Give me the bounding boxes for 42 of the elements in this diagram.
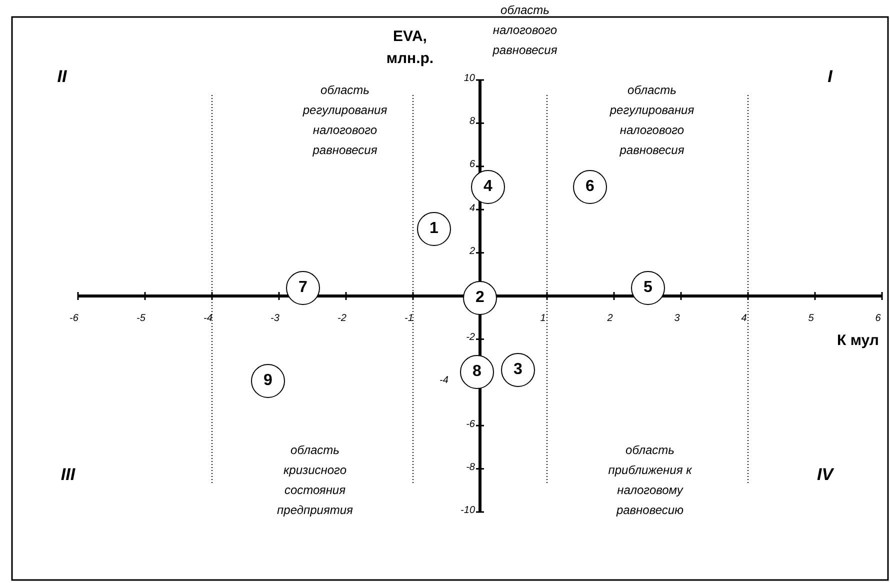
tick-label: 6 xyxy=(468,158,475,172)
tick-label: 4 xyxy=(468,202,475,216)
tick-label: -4 xyxy=(202,312,214,326)
quadrant-label: III xyxy=(60,466,76,484)
quadrant-label: II xyxy=(56,68,68,86)
numbered-circle: 5 xyxy=(631,271,665,305)
quadrant-label: IV xyxy=(816,466,836,484)
tick-label: 1 xyxy=(539,312,547,326)
region-label: область кризисного состояния предприятия xyxy=(276,442,354,519)
tick-label: -2 xyxy=(465,331,475,346)
numbered-circle: 8 xyxy=(460,355,494,389)
numbered-circle: 1 xyxy=(417,212,451,246)
region-label: область регулирования налогового равновесия xyxy=(608,82,696,159)
tick-label: -6 xyxy=(68,312,80,326)
numbered-circle: 6 xyxy=(573,170,607,204)
numbered-circle: 7 xyxy=(286,271,320,305)
region-label: область регулирования налогового равновесия xyxy=(302,82,388,159)
axis-title: К мул xyxy=(836,331,880,351)
tick-label: 4 xyxy=(740,312,748,326)
numbered-circle: 4 xyxy=(471,170,505,204)
tick-label: -6 xyxy=(465,418,475,432)
tick-label: 8 xyxy=(468,115,475,130)
tick-label: 10 xyxy=(462,72,475,86)
tick-label: -4 xyxy=(438,374,450,388)
numbered-circle: 9 xyxy=(251,364,285,398)
tick-label: -5 xyxy=(136,312,146,326)
tick-label: -10 xyxy=(460,504,475,518)
tick-label: -2 xyxy=(336,312,348,326)
region-label: область налогового равновесия xyxy=(492,2,558,59)
tick-label: 2 xyxy=(606,312,614,326)
tick-label: 6 xyxy=(874,312,882,326)
numbered-circle: 3 xyxy=(501,353,535,387)
quadrant-label: I xyxy=(826,68,834,86)
tick-label: -8 xyxy=(465,460,475,475)
tick-label: 2 xyxy=(468,244,475,259)
tick-label: 5 xyxy=(807,312,815,326)
numbered-circle: 2 xyxy=(463,281,497,315)
tick-label: 3 xyxy=(673,312,681,326)
region-label: область приближения к налоговому равновесию xyxy=(607,442,693,519)
axis-title: EVA, млн.р. xyxy=(385,27,435,69)
tick-label: -3 xyxy=(270,312,280,326)
tick-label: -1 xyxy=(404,312,414,326)
